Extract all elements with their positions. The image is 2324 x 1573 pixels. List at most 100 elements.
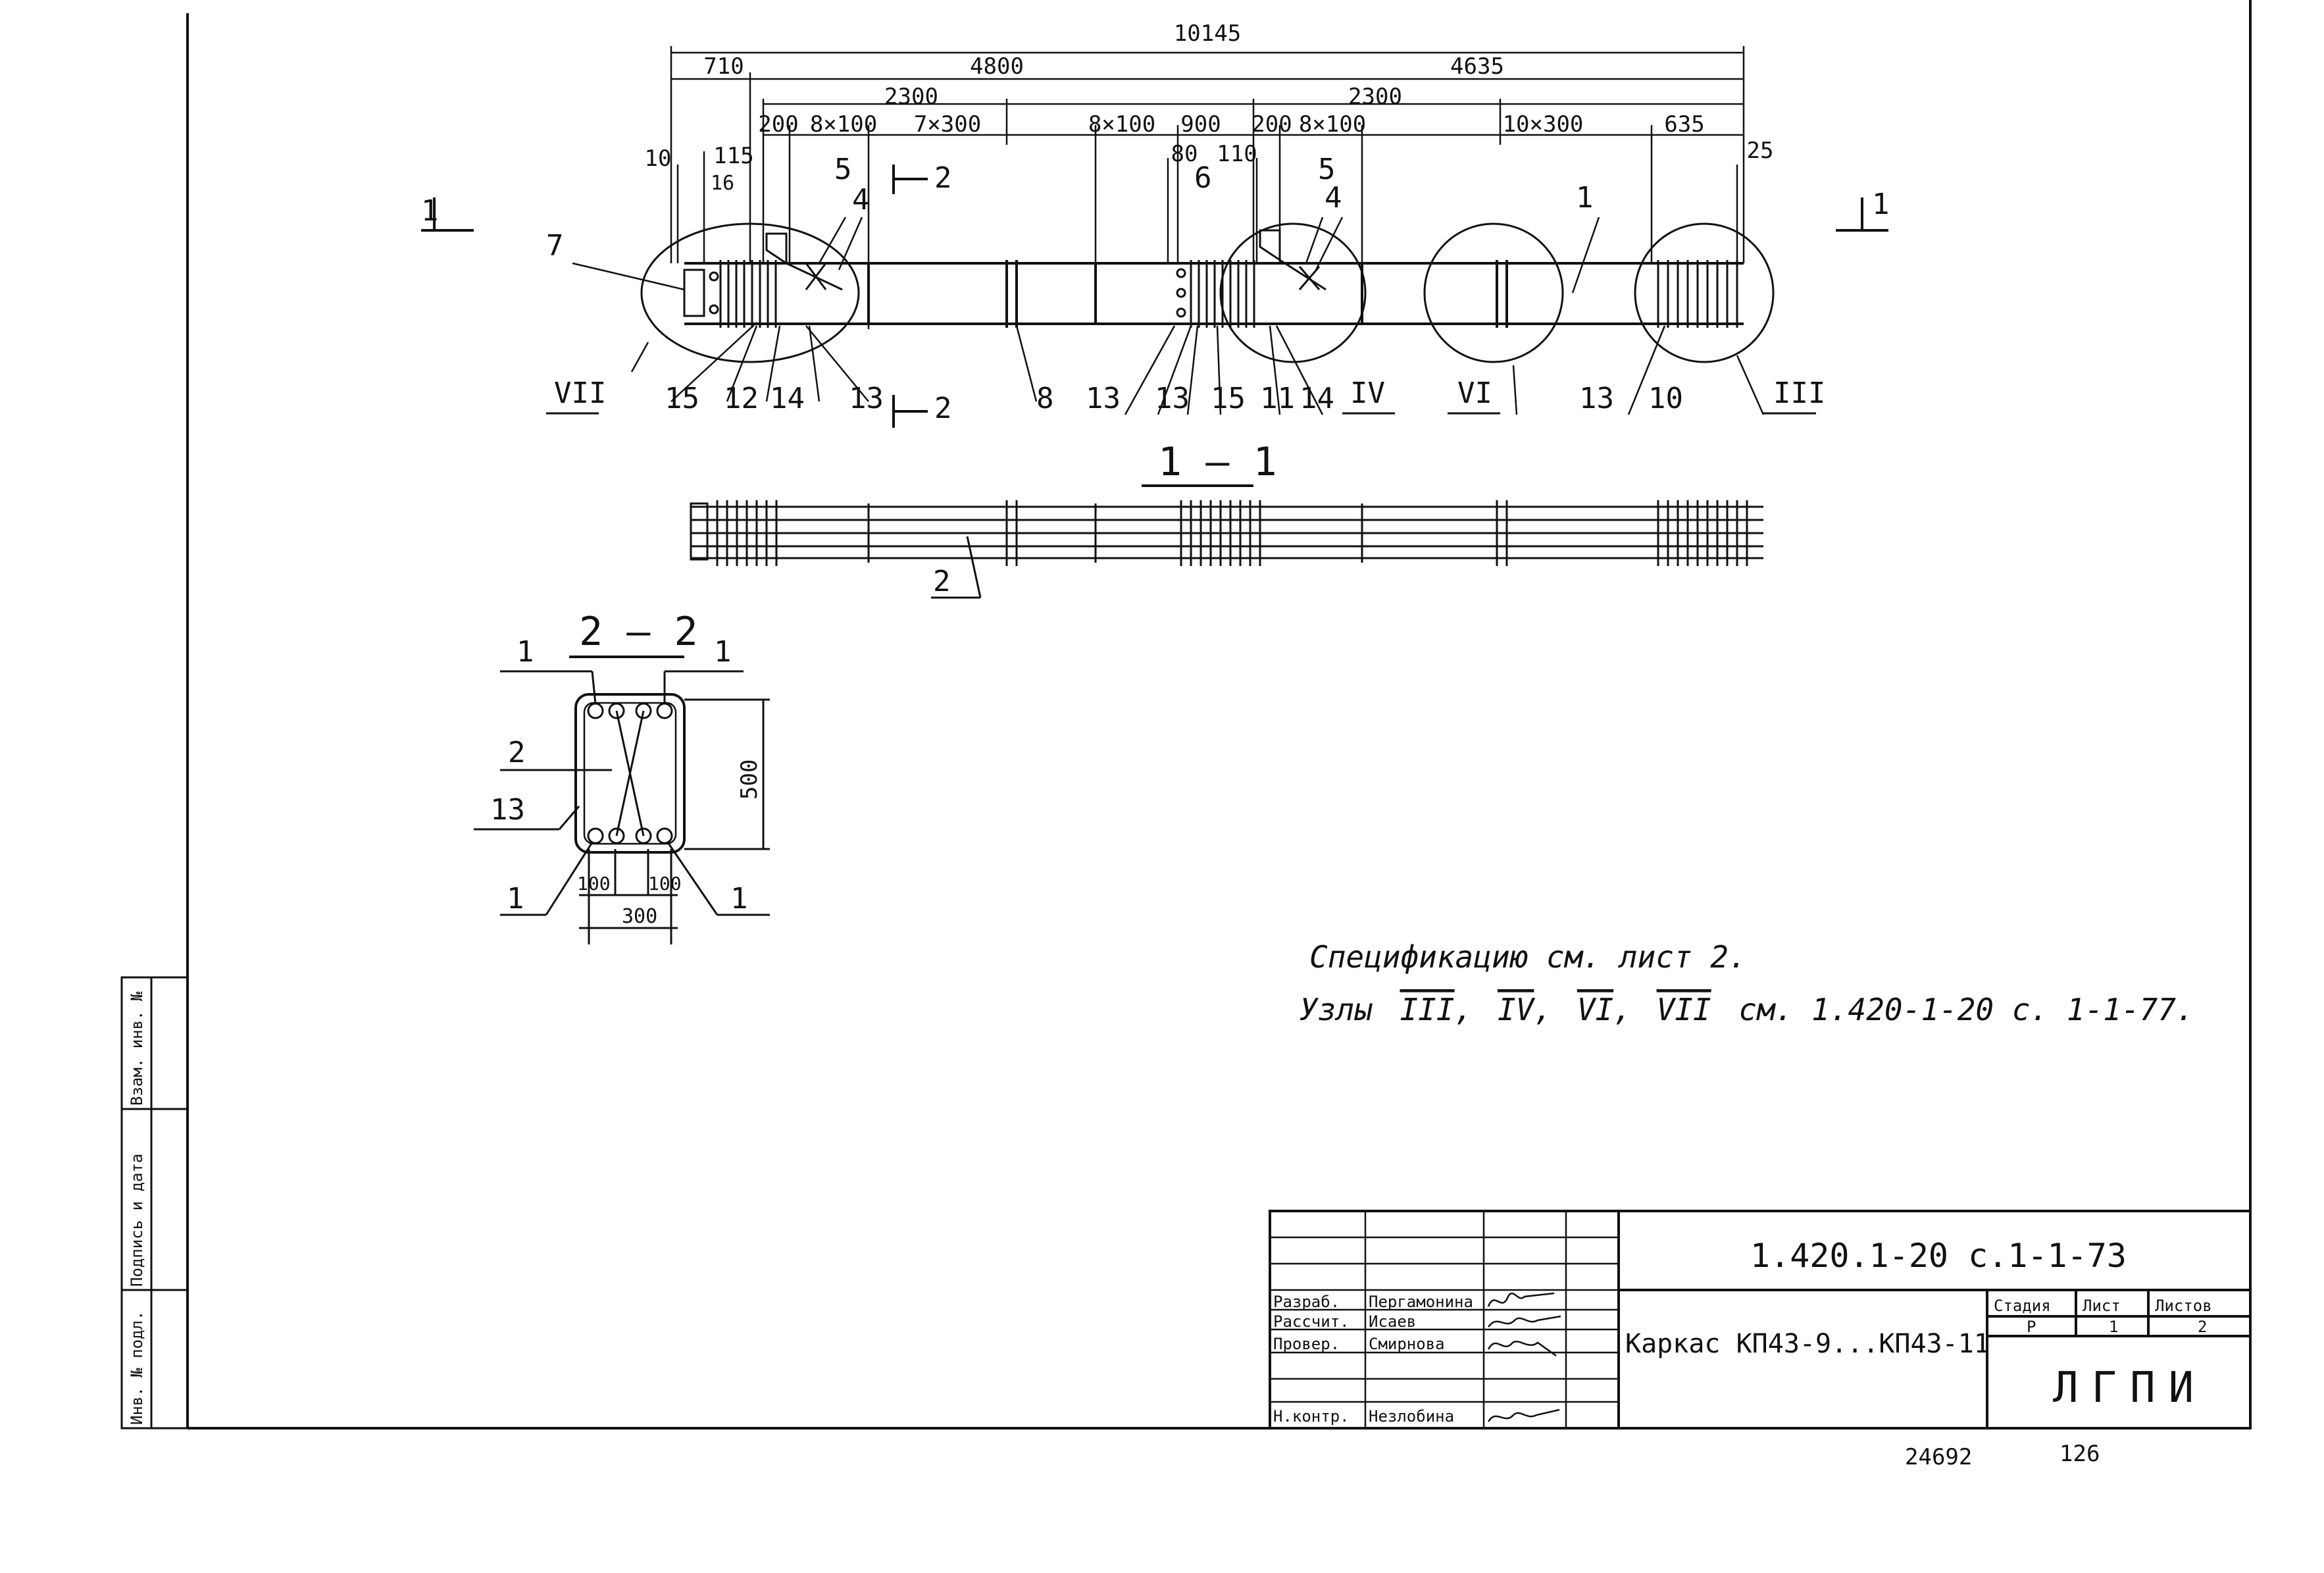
section-2-2-pos-1-top-right: 1 <box>714 635 732 669</box>
section-2-2-pos-2: 2 <box>508 736 526 769</box>
pos-14-mid: 14 <box>1300 382 1334 415</box>
page-number: 126 <box>2059 1441 2100 1467</box>
dim-8x100a: 8×100 <box>810 111 877 138</box>
doc-code: 1.420.1-20 с.1-1-73 <box>1750 1237 2127 1275</box>
signatures <box>1487 1292 1561 1422</box>
note-node-IV: IV <box>1498 992 1536 1027</box>
dim-200a: 200 <box>758 111 798 138</box>
section-2-2-dim-500: 500 <box>736 760 763 800</box>
role-nkontr: Н.контр. <box>1273 1407 1350 1426</box>
stirrup-zone-right <box>1657 260 1738 328</box>
dim-span-right: 4635 <box>1450 53 1504 80</box>
drawing-title: Каркас КП43-9...КП43-11 <box>1625 1329 1990 1359</box>
pos-4-mid: 4 <box>1325 181 1342 215</box>
section-2-2-dim-100-right: 100 <box>648 873 682 894</box>
note-specification: Спецификацию см. лист 2. <box>1309 939 1747 975</box>
note-nodes-prefix: Узлы <box>1300 992 1373 1027</box>
title-block: Разраб. Пергамонина Рассчит. Исаев Прове… <box>1269 1210 2252 1430</box>
vzam-inv-label: Взам. инв. № <box>128 991 146 1106</box>
dimension-lines <box>670 46 1745 329</box>
pos-13-c: 13 <box>1155 382 1190 415</box>
pos-7: 7 <box>546 229 564 263</box>
dim-80: 80 <box>1171 141 1198 167</box>
dimension-texts: 10145 4800 4635 710 2300 2300 200 8×100 … <box>645 20 1774 172</box>
pos-10: 10 <box>1648 382 1683 415</box>
pos-1: 1 <box>1576 181 1594 215</box>
sheets-label: Листов <box>2155 1297 2212 1315</box>
dim-7x300: 7×300 <box>914 111 981 138</box>
dim-635: 635 <box>1664 111 1704 138</box>
pos-13-b: 13 <box>1086 382 1121 415</box>
note-node-III: III <box>1400 992 1454 1027</box>
dim-zone-right: 2300 <box>1348 84 1402 110</box>
node-IV: IV <box>1350 376 1385 410</box>
section-2-2-pos-1-bottom-left: 1 <box>507 882 524 915</box>
pos-16: 16 <box>711 172 734 195</box>
note-nodes-suffix: см. 1.420-1-20 с. 1-1-77. <box>1738 992 2194 1027</box>
section-1-1-title: 1 — 1 <box>1158 439 1277 485</box>
node-VII: VII <box>554 376 606 410</box>
pos-13-a: 13 <box>849 382 884 415</box>
dim-zone-left: 2300 <box>884 84 938 110</box>
sheets-value: 2 <box>2198 1318 2207 1336</box>
name-rasschit: Исаев <box>1369 1312 1416 1331</box>
name-nkontr: Незлобина <box>1369 1407 1454 1426</box>
section-2-2-dim-100-left: 100 <box>577 873 611 894</box>
pos-5-mid: 5 <box>1318 153 1336 186</box>
section-1-1: 1 — 1 <box>690 439 1763 599</box>
sheet-value: 1 <box>2109 1318 2118 1336</box>
leader-lines <box>572 217 1765 415</box>
pos-15-left: 15 <box>665 382 699 415</box>
pos-14-left: 14 <box>770 382 805 415</box>
section-2-2: 2 — 2 <box>474 609 770 944</box>
dim-900: 900 <box>1180 111 1221 138</box>
pos-6: 6 <box>1194 161 1212 195</box>
stirrups <box>867 260 1508 328</box>
sheet-label: Лист <box>2083 1297 2121 1315</box>
dim-overall: 10145 <box>1174 20 1241 47</box>
dim-10x300: 10×300 <box>1503 111 1584 138</box>
dim-end-left: 710 <box>703 53 744 80</box>
note-nodes: Узлы III, IV, VI, VII см. 1.420-1-20 с. … <box>1300 992 2194 1027</box>
section-mark-1-left: 1 <box>421 194 474 232</box>
stage-value: Р <box>2027 1318 2036 1336</box>
lifting-loop-left <box>765 232 843 291</box>
footer: 24692 126 <box>1905 1441 2100 1470</box>
sheet-frame <box>186 0 2252 1430</box>
lifting-loop-mid <box>1259 229 1326 291</box>
dim-25: 25 <box>1747 138 1774 164</box>
section-2-2-pos-13: 13 <box>490 793 525 827</box>
node-III: III <box>1773 376 1825 410</box>
svg-text:1: 1 <box>421 194 439 228</box>
dim-8x100c: 8×100 <box>1299 111 1366 138</box>
organization: ЛГПИ <box>2053 1364 2207 1412</box>
stirrup-zone-left <box>709 260 777 328</box>
pos-12: 12 <box>724 382 759 415</box>
dim-span-left: 4800 <box>970 53 1024 80</box>
podpis-data-label: Подпись и дата <box>128 1154 146 1287</box>
position-labels: 16 5 4 7 6 5 4 1 15 12 14 13 8 13 13 15 … <box>546 153 1683 415</box>
section-2-2-pos-1-top-left: 1 <box>517 635 534 669</box>
svg-text:2: 2 <box>934 161 952 195</box>
dim-115: 115 <box>713 143 753 169</box>
main-elevation: 10145 4800 4635 710 2300 2300 200 8×100 … <box>421 20 1890 428</box>
svg-text:1: 1 <box>1872 188 1890 221</box>
side-stamp: Инв. № подл. Подпись и дата Взам. инв. № <box>120 976 189 1430</box>
dim-200b: 200 <box>1251 111 1292 138</box>
role-razrab: Разраб. <box>1273 1293 1340 1311</box>
note-node-VII: VII <box>1657 992 1711 1027</box>
notes: Спецификацию см. лист 2. Узлы III, IV, V… <box>1300 939 2194 1027</box>
pos-15-mid: 15 <box>1211 382 1246 415</box>
role-rasschit: Рассчит. <box>1273 1312 1350 1331</box>
section-2-2-pos-1-bottom-right: 1 <box>730 882 748 915</box>
section-mark-2-top: 2 <box>892 161 952 195</box>
section-mark-2-bottom: 2 <box>892 392 952 428</box>
dim-8x100b: 8×100 <box>1088 111 1155 138</box>
pos-8: 8 <box>1036 382 1054 415</box>
name-razrab: Пергамонина <box>1369 1293 1473 1311</box>
role-prover: Провер. <box>1273 1335 1340 1353</box>
section-1-1-pos-2: 2 <box>933 565 951 598</box>
dim-110: 110 <box>1217 141 1257 167</box>
note-node-VI: VI <box>1577 992 1613 1027</box>
